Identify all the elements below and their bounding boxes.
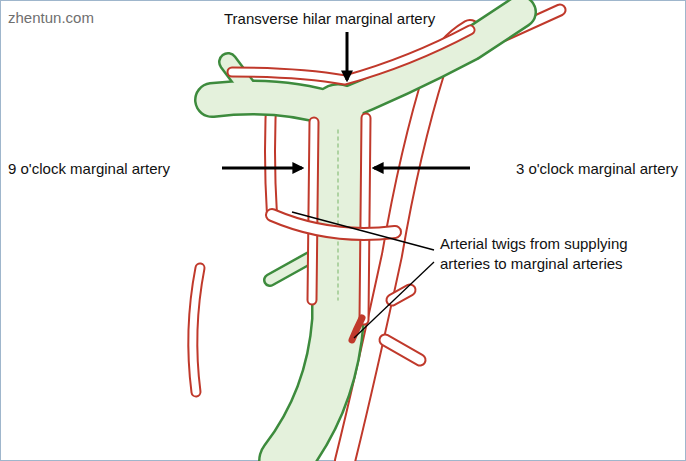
duct-outline [285, 110, 338, 461]
artery-fragment [193, 268, 200, 392]
marginal-arteries [193, 30, 470, 392]
artery-fill [364, 118, 366, 320]
leader-line [354, 262, 434, 338]
three-oclock-artery [364, 118, 366, 320]
part-label: 3 o'clock marginal artery [514, 159, 680, 179]
artery-fill [272, 215, 395, 234]
artery-fill [385, 290, 420, 360]
transverse-marginal-artery [232, 30, 470, 80]
leader-arrow [374, 167, 470, 170]
part-label: Transverse hilar marginal artery [222, 9, 437, 29]
watermark: zhentun.com [6, 8, 96, 28]
duct-fill [285, 110, 338, 461]
artery-outline [385, 290, 420, 360]
duct-hatching [337, 130, 339, 300]
part-label: Arterial twigs from supplying arteries t… [438, 234, 682, 273]
arterial-twig [352, 318, 362, 340]
leader-arrow [222, 167, 302, 170]
part-label: 9 o'clock marginal artery [6, 159, 172, 179]
crossing-artery [272, 215, 395, 234]
nine-oclock-artery [312, 122, 314, 300]
artery-fill [193, 268, 200, 392]
leaders [222, 32, 470, 338]
artery-fill [232, 30, 470, 80]
leader-line [292, 212, 434, 250]
leader-arrow [346, 32, 349, 80]
artery-fill [312, 122, 314, 300]
